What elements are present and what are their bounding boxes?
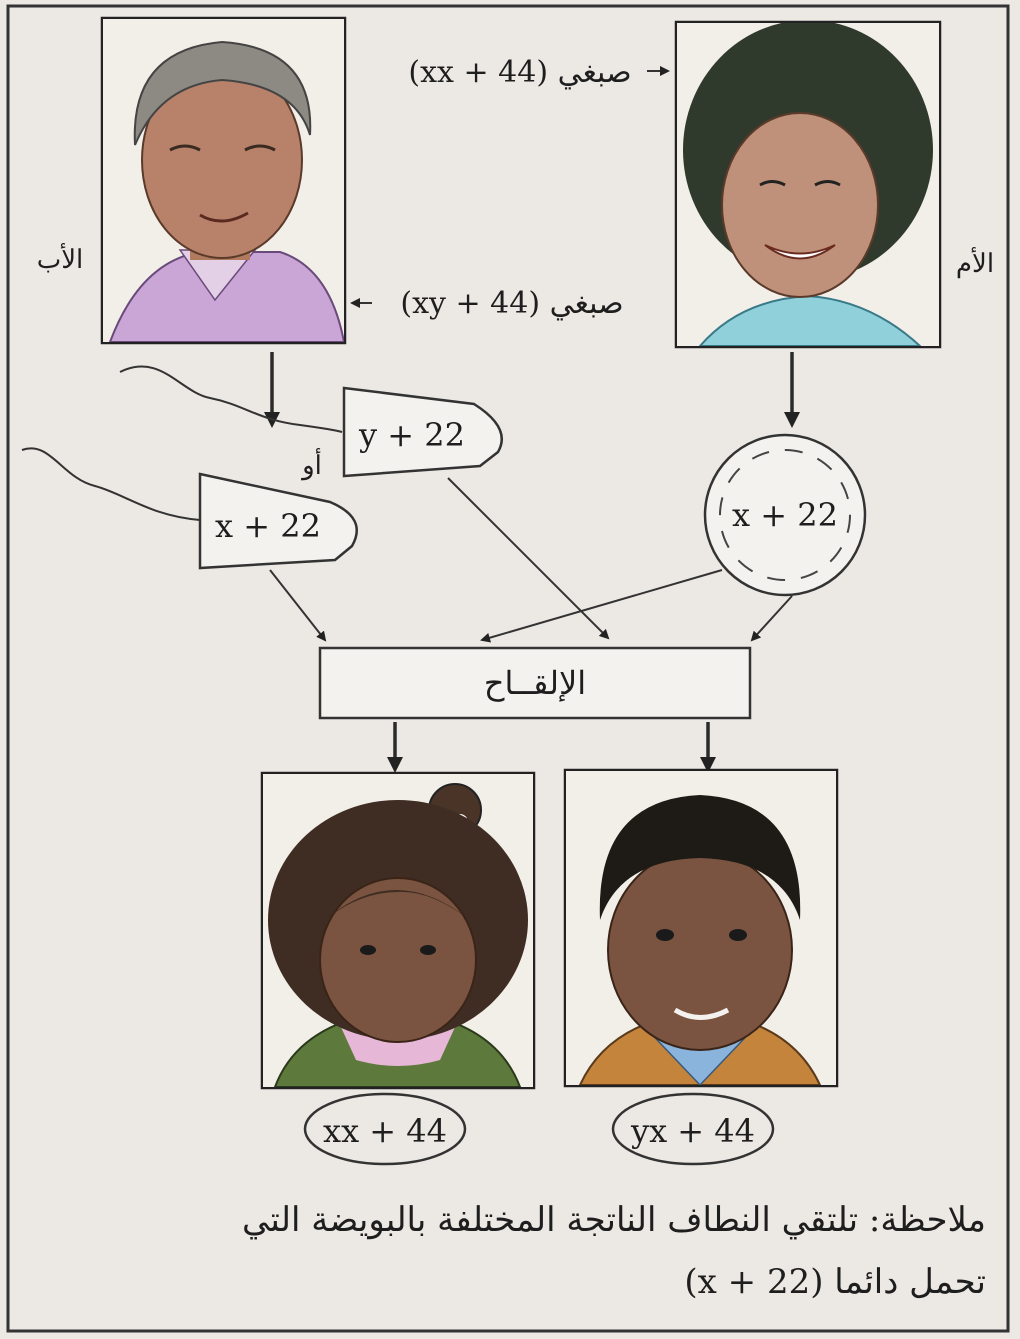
ovum-to-left-arrow — [480, 569, 723, 643]
sperm-x-to-fertilization-arrow — [269, 569, 327, 642]
father-karyotype: صبغي (xy + 44) — [400, 286, 623, 321]
father-portrait — [100, 16, 347, 345]
sperm-y-shape — [342, 386, 503, 478]
sperm-y-label: y + 22 — [358, 416, 465, 454]
boy-portrait — [563, 768, 839, 1088]
sperm-x-shape — [198, 472, 358, 570]
boy-karyotype-oval — [611, 1092, 775, 1166]
girl-karyotype-oval — [303, 1092, 467, 1166]
or-label: أو — [300, 447, 322, 481]
ovum-to-right-arrow — [750, 595, 793, 642]
girl-portrait — [260, 771, 536, 1090]
mother-label: الأم — [956, 246, 994, 279]
girl-karyotype: xx + 44 — [323, 1112, 447, 1150]
father-label: الأب — [37, 242, 84, 275]
sperm-y-tail — [119, 365, 343, 433]
ovum-shape — [703, 433, 867, 597]
fertilization-box — [318, 646, 752, 720]
note-line-1: ملاحظة: تلتقي النطاف الناتجة المختلفة با… — [241, 1200, 986, 1240]
mother-portrait — [674, 20, 942, 349]
sperm-x-tail — [21, 447, 201, 521]
sperm-y-to-fertilization-arrow — [447, 477, 610, 640]
ovum-label: x + 22 — [732, 496, 838, 534]
sperm-x-label: x + 22 — [215, 507, 321, 545]
outer-frame — [6, 4, 1010, 1333]
note-line-2: تحمل دائما (22 + x) — [684, 1262, 986, 1302]
fertilization-label: الإلقــاح — [484, 664, 586, 703]
boy-karyotype: yx + 44 — [630, 1112, 755, 1150]
mother-karyotype: صبغي (xx + 44) — [408, 55, 631, 90]
